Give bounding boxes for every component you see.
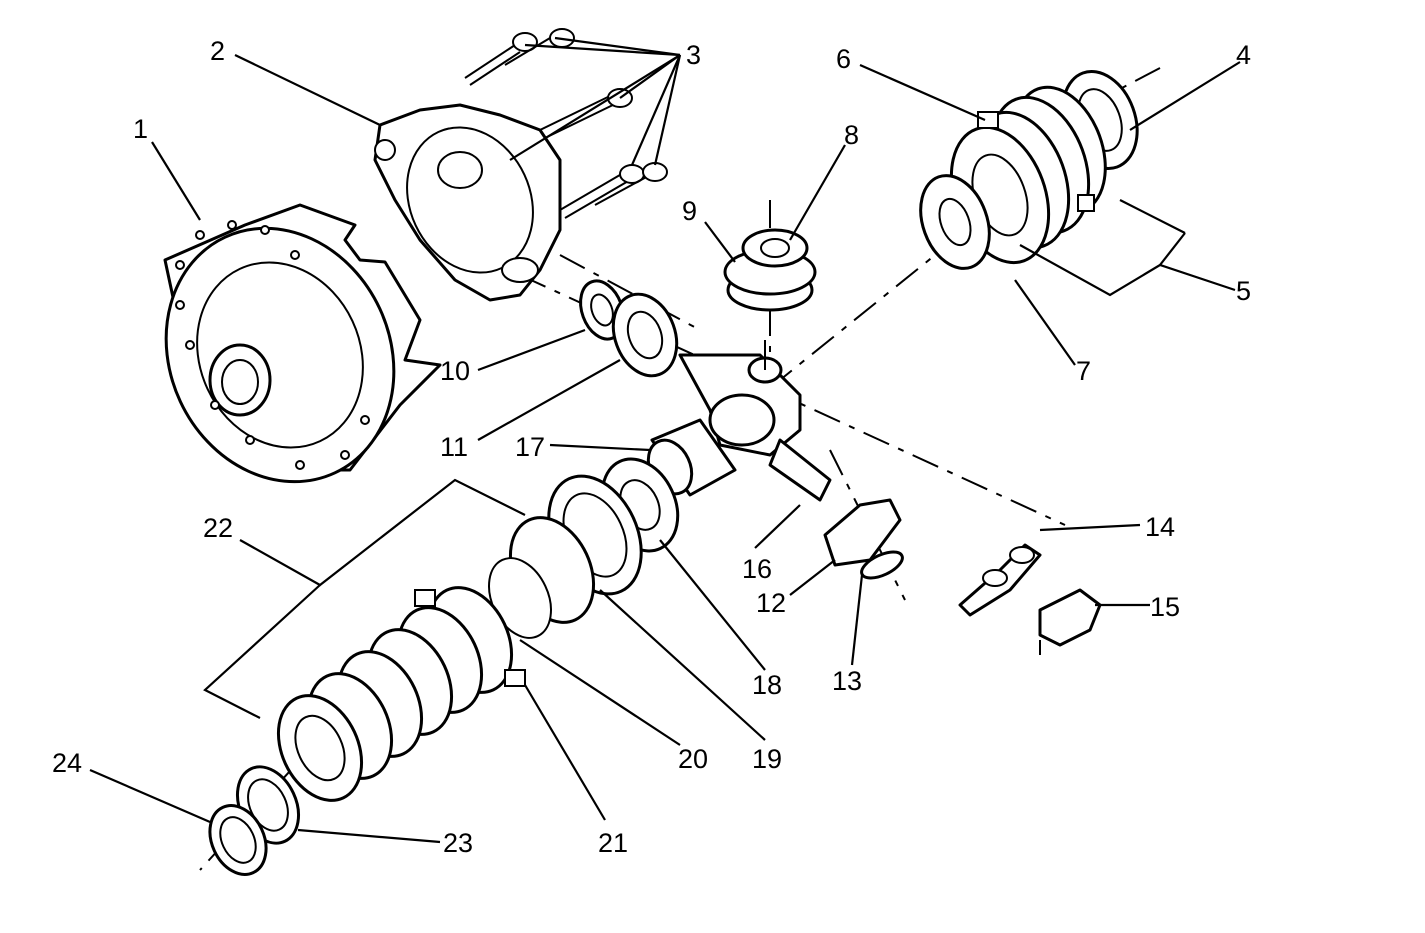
- left-clutch-pack-part: [276, 516, 596, 802]
- callout-11: 11: [440, 432, 468, 462]
- cross-shaft-part: [678, 340, 832, 502]
- callout-22: 22: [203, 513, 233, 543]
- callout-1: 1: [133, 114, 148, 144]
- callout-2: 2: [210, 36, 225, 66]
- callout-23: 23: [443, 828, 473, 858]
- callout-7: 7: [1076, 356, 1091, 386]
- callout-12: 12: [756, 588, 786, 618]
- governor-part: [958, 543, 1042, 617]
- callout-16: 16: [742, 554, 772, 584]
- case-cover-part: [373, 103, 562, 302]
- callout-19: 19: [752, 744, 782, 774]
- latch-part: [823, 498, 904, 580]
- callout-labels: 1 2 3 4 5 6 7 8 9 10 11 12 13 14 15 16 1…: [52, 36, 1251, 858]
- pinion-washer-part: [579, 279, 679, 378]
- callout-17: 17: [515, 432, 545, 462]
- callout-18: 18: [752, 670, 782, 700]
- actuator-part: [1038, 588, 1102, 655]
- callout-24: 24: [52, 748, 82, 778]
- left-washer-part: [208, 765, 300, 876]
- callout-3: 3: [686, 40, 701, 70]
- callout-20: 20: [678, 744, 708, 774]
- callout-15: 15: [1150, 592, 1180, 622]
- callout-10: 10: [440, 356, 470, 386]
- right-clutch-pack-part: [919, 70, 1139, 270]
- leader-lines: [89, 36, 1241, 844]
- differential-case-part: [163, 203, 442, 484]
- callout-5: 5: [1236, 276, 1251, 306]
- callout-8: 8: [844, 120, 859, 150]
- callout-6: 6: [836, 44, 851, 74]
- callout-9: 9: [682, 196, 697, 226]
- callout-21: 21: [598, 828, 628, 858]
- pinion-gear-top-part: [723, 228, 817, 312]
- callout-4: 4: [1236, 40, 1251, 70]
- callout-13: 13: [832, 666, 862, 696]
- callout-14: 14: [1145, 512, 1175, 542]
